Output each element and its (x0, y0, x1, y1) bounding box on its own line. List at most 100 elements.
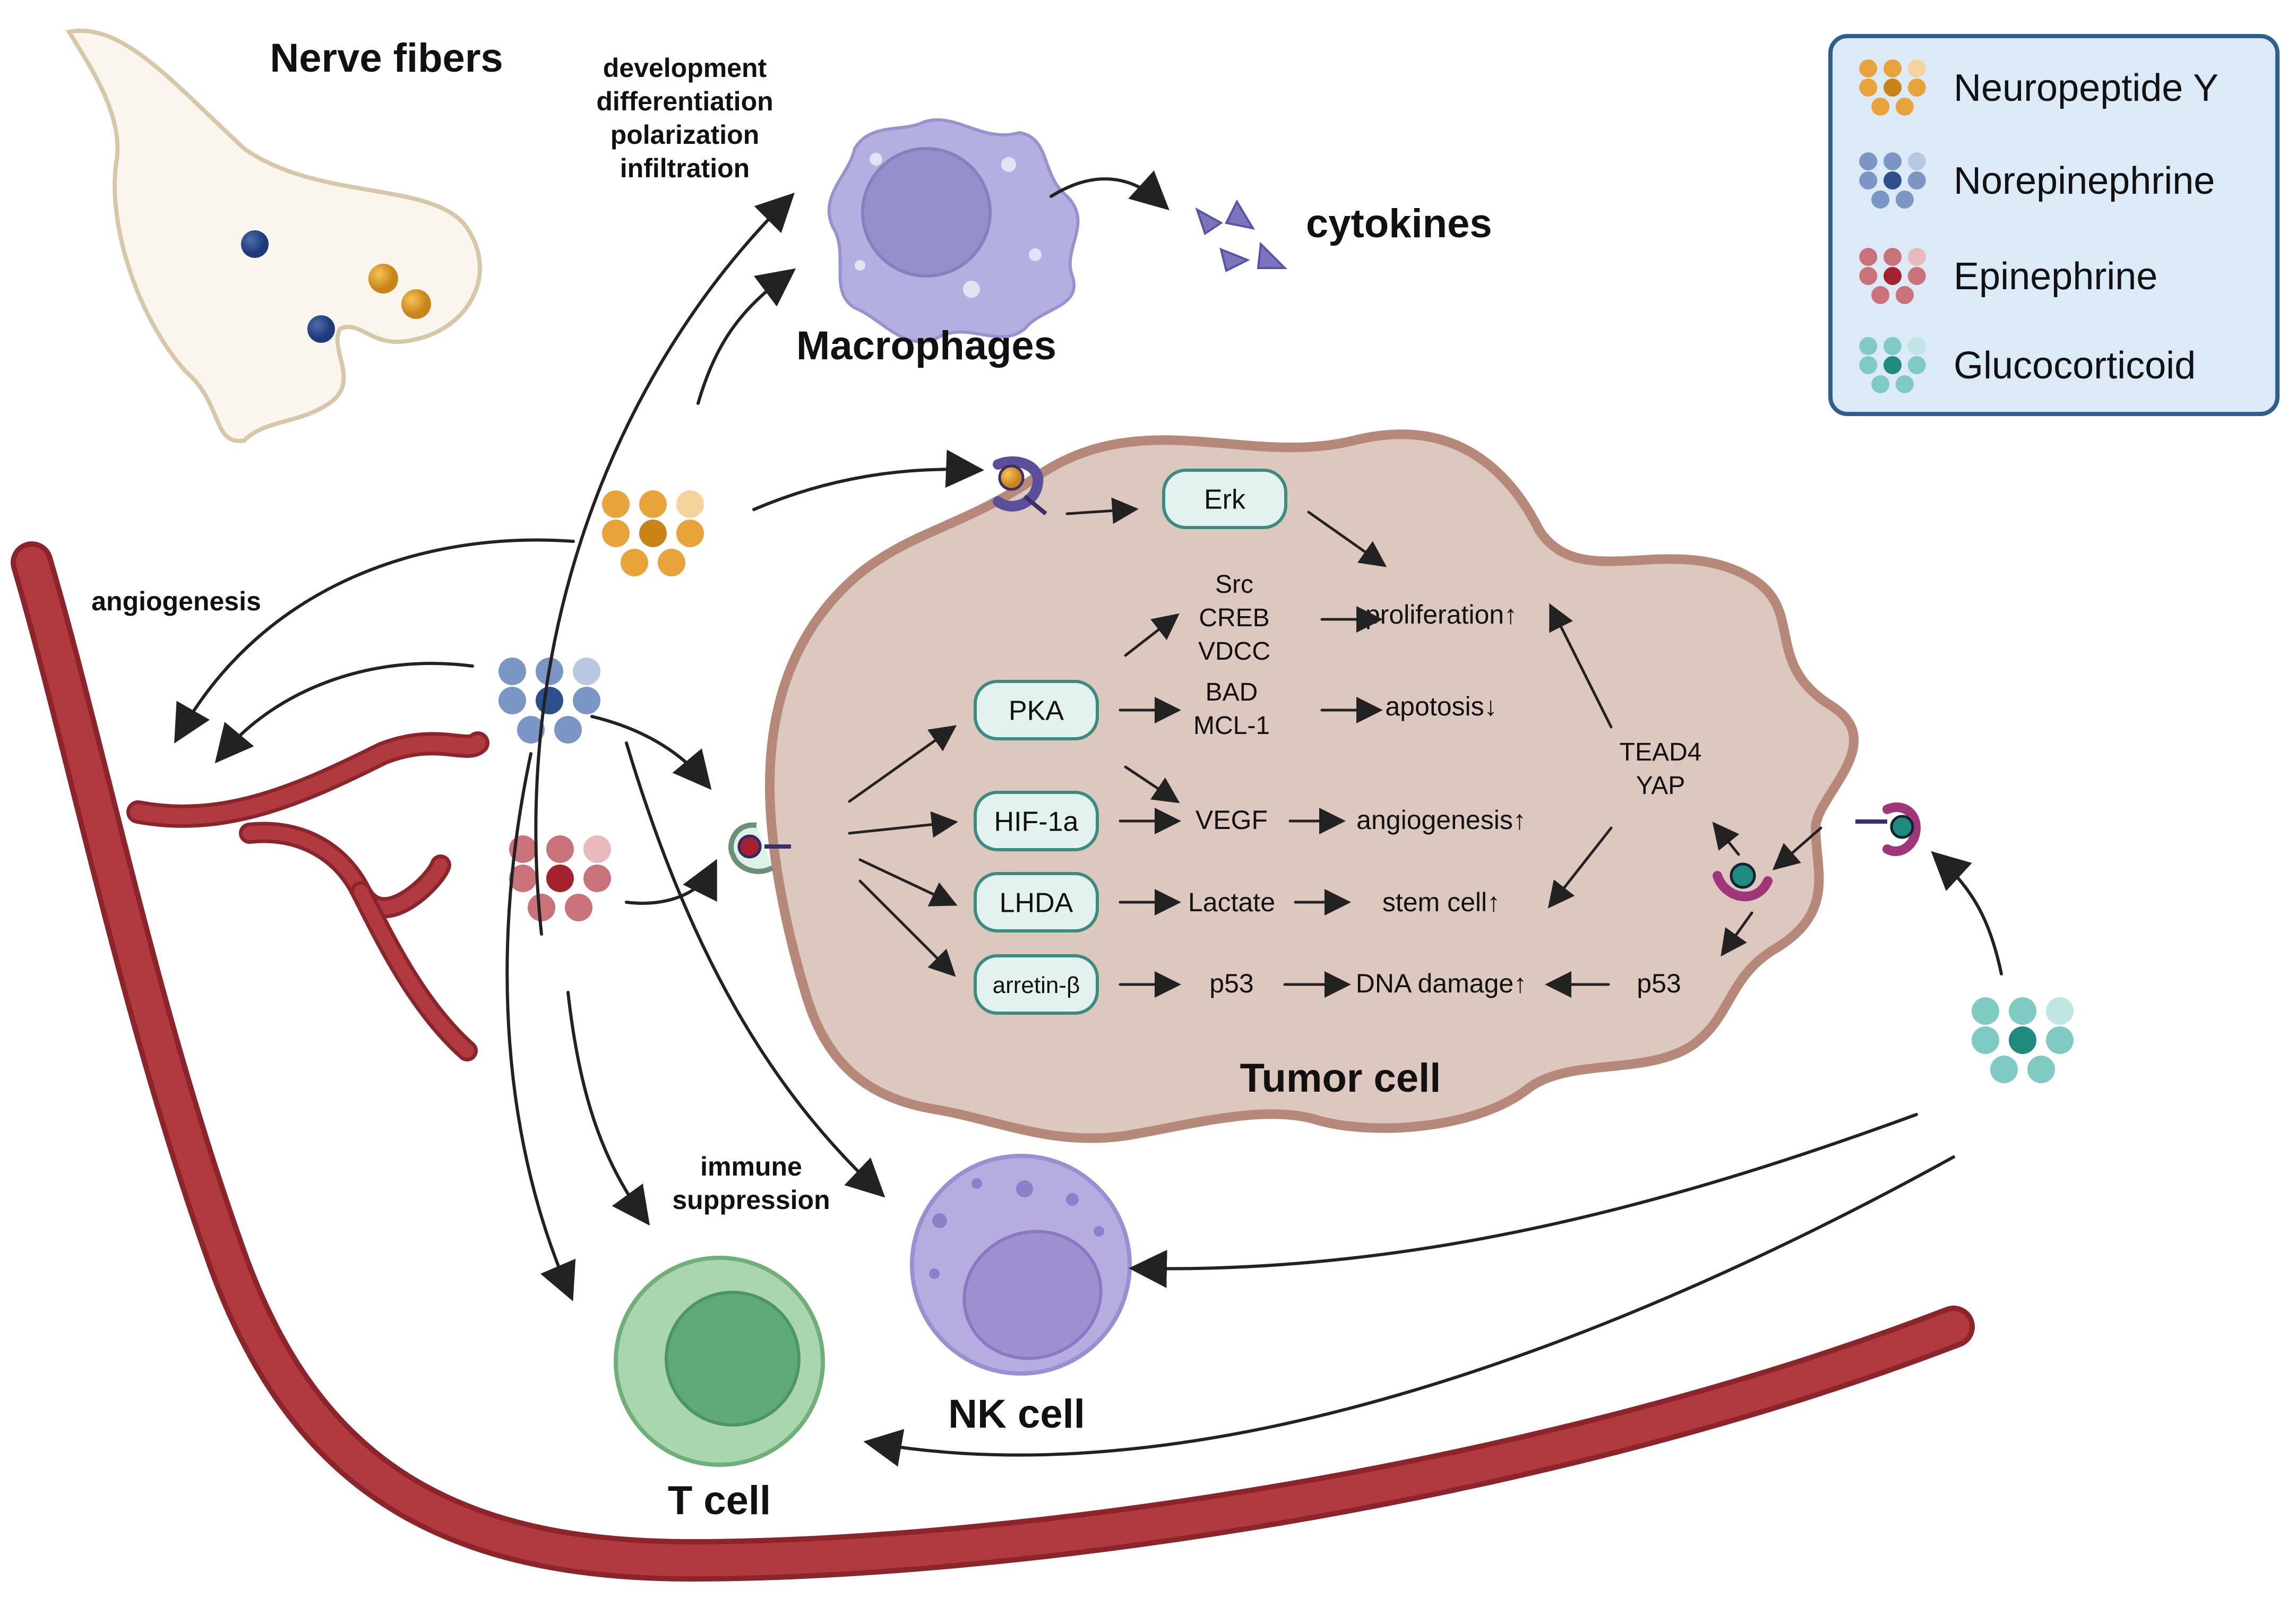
angiogenesis-label: angiogenesis (91, 586, 261, 616)
arrow-gc-to-nk (1129, 1113, 1918, 1288)
molecule (1907, 248, 1926, 266)
angiogenesis-up-label: angiogenesis↑ (1356, 805, 1526, 835)
nk-nucleus (962, 1230, 1103, 1360)
molecule (528, 894, 555, 921)
glucocorticoid-receptor-membrane (1855, 802, 1921, 856)
pathway-arrows (848, 497, 1822, 998)
molecule (546, 865, 574, 892)
immune-word: immune (700, 1152, 802, 1181)
arrow-ne-to-receptor (590, 715, 712, 790)
neuropeptide-y-vesicle (368, 264, 398, 293)
molecule (2027, 1056, 2055, 1083)
arrow-epi-to-receptor (625, 859, 717, 905)
arrestin-beta-node: arretin-β (974, 954, 1099, 1015)
arrow-epi-to-tcell (566, 991, 650, 1226)
molecule (1972, 997, 1999, 1025)
molecule (1871, 286, 1890, 304)
molecule (621, 549, 648, 576)
molecule (2009, 1026, 2036, 1054)
legend-label-3: Glucocorticoid (1954, 344, 2196, 387)
legend-label-0: Neuropeptide Y (1954, 67, 2218, 109)
bad-group-1: MCL-1 (1193, 712, 1270, 740)
molecule (1859, 79, 1878, 97)
molecule (602, 520, 630, 547)
molecule (1884, 59, 1902, 78)
molecule (554, 716, 582, 744)
molecule (1884, 171, 1902, 189)
molecule (1907, 79, 1926, 97)
norepinephrine-vesicle (241, 230, 269, 258)
legend-swatch-0 (1859, 59, 1926, 116)
molecule (1895, 190, 1914, 209)
macrophage-cell (827, 118, 1080, 344)
molecule (2009, 997, 2036, 1025)
epinephrine-cluster (509, 835, 611, 921)
t-cell-label: T cell (668, 1478, 771, 1523)
erk-node: Erk (1162, 469, 1287, 529)
hif-1a-node: HIF-1a (974, 791, 1099, 851)
adrenergic-receptor (728, 822, 791, 874)
p53-right-label: p53 (1637, 969, 1681, 998)
molecule (1859, 248, 1878, 266)
molecule (2046, 1026, 2074, 1054)
effect-development: development (603, 53, 767, 83)
molecule (565, 894, 592, 921)
src-group-0: Src (1215, 571, 1253, 599)
t-cell (614, 1256, 825, 1467)
molecule (602, 490, 630, 518)
arrow-to-macrophage-2 (696, 268, 796, 405)
molecule (1895, 375, 1914, 393)
molecule (1859, 337, 1878, 356)
molecule (2046, 997, 2074, 1025)
effect-infiltration: infiltration (620, 153, 750, 183)
legend (1828, 34, 2280, 416)
immune-suppression-label: immune suppression (672, 1152, 830, 1215)
glucocorticoid-receptor-cytoplasm (1713, 862, 1773, 902)
macrophages-label: Macrophages (796, 323, 1056, 368)
molecule (498, 687, 526, 714)
molecule (1972, 1026, 1999, 1054)
molecule (1884, 337, 1902, 356)
molecule (1907, 356, 1926, 374)
nk-cell (910, 1154, 1132, 1376)
norepinephrine-cluster (498, 658, 600, 744)
arrow-ne-to-nk (625, 741, 885, 1198)
molecule (1907, 152, 1926, 171)
pka-node-label: PKA (1009, 696, 1064, 727)
norepinephrine-vesicle (307, 315, 335, 343)
glucocorticoid-cluster (1972, 997, 2074, 1083)
nerve-fibers-label: Nerve fibers (270, 36, 503, 81)
arrow-macrophage-to-cytokines (1050, 170, 1170, 211)
molecule (509, 865, 537, 892)
molecule (1990, 1056, 2018, 1083)
tead-group-0: TEAD4 (1620, 738, 1702, 766)
molecule (1871, 375, 1890, 393)
p53-left-label: p53 (1209, 969, 1253, 998)
effect-differentiation: differentiation (596, 87, 773, 116)
macrophage-nucleus (861, 147, 992, 278)
molecule (1859, 152, 1878, 171)
molecule (1907, 59, 1926, 78)
molecule (1871, 97, 1890, 116)
vegf-label: VEGF (1196, 805, 1268, 835)
molecule (583, 835, 611, 863)
tumor-cell (764, 429, 1859, 1143)
tead-group-1: YAP (1636, 772, 1685, 800)
molecule (658, 549, 685, 576)
molecule (639, 490, 667, 518)
cytokines-label: cytokines (1306, 201, 1492, 246)
molecule (1907, 267, 1926, 285)
proliferation-label: proliferation↑ (1365, 600, 1517, 629)
npy-receptor (993, 456, 1047, 516)
arrow-ne-to-tcell (505, 752, 576, 1302)
arrow-to-macrophage-1 (534, 193, 795, 936)
erk-node-label: Erk (1204, 485, 1246, 515)
molecule (676, 520, 704, 547)
molecule (573, 658, 600, 685)
molecule (1884, 248, 1902, 266)
molecule (1859, 356, 1878, 374)
arrow-gc-to-tcell (863, 1155, 1955, 1467)
neuropeptide-y-cluster (602, 490, 704, 576)
molecule (1859, 171, 1878, 189)
